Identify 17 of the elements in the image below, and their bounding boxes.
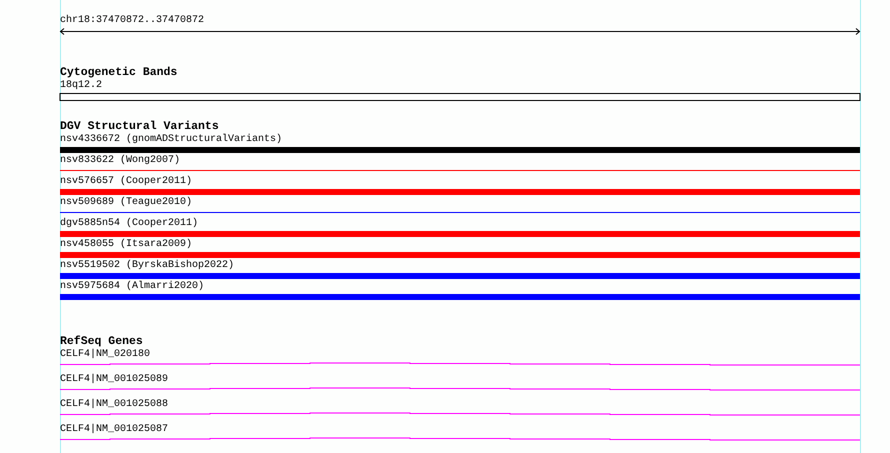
variant-label: dgv5885n54 (Cooper2011) (60, 218, 198, 229)
variant-label: nsv5519502 (ByrskaBishop2022) (60, 260, 234, 271)
variant-label: nsv4336672 (gnomADStructuralVariants) (60, 134, 282, 145)
variant-label: nsv576657 (Cooper2011) (60, 176, 192, 187)
gene-label: CELF4|NM_001025088 (60, 399, 168, 410)
variant-label: nsv5975684 (Almarri2020) (60, 281, 204, 292)
gene-label: CELF4|NM_001025089 (60, 374, 168, 385)
variant-label: nsv509689 (Teague2010) (60, 197, 192, 208)
track-title: RefSeq Genes (60, 336, 143, 348)
track-title: DGV Structural Variants (60, 121, 219, 133)
coordinate-label: chr18:37470872..37470872 (60, 15, 204, 26)
variant-label: nsv458055 (Itsara2009) (60, 239, 192, 250)
gene-label: CELF4|NM_020180 (60, 349, 150, 360)
track-title: Cytogenetic Bands (60, 67, 178, 79)
variant-label: nsv833622 (Wong2007) (60, 155, 180, 166)
band-label: 18q12.2 (60, 80, 102, 91)
gene-label: CELF4|NM_001025087 (60, 424, 168, 435)
